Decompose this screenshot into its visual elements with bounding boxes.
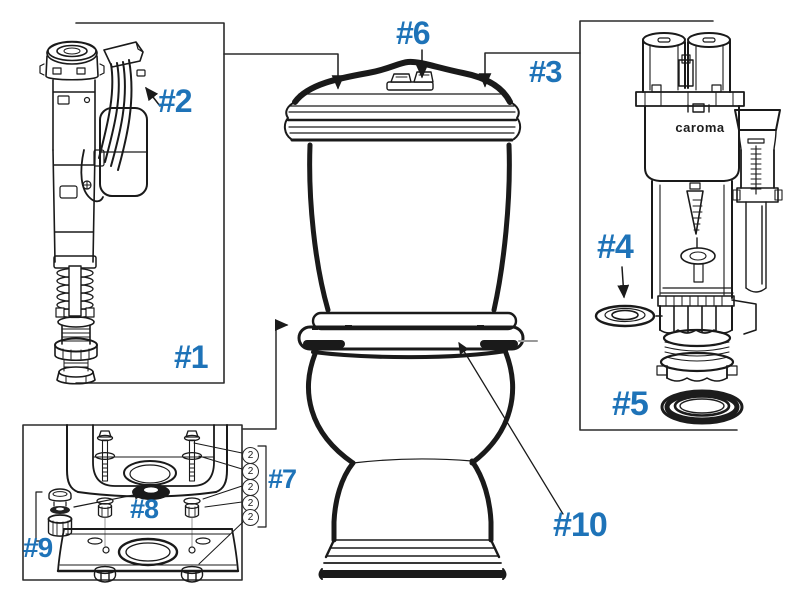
bolt-kit-stack	[35, 488, 73, 542]
toilet-illustration	[283, 58, 538, 580]
tank-install-box	[22, 424, 267, 583]
brand-logo: caroma	[675, 120, 725, 135]
flush-valve-frame	[478, 20, 738, 431]
seal-ring-illustration	[660, 389, 744, 425]
wing-nut-left	[93, 565, 117, 583]
callout-badge: 2	[242, 479, 259, 496]
part-label-6: #6	[396, 15, 431, 51]
part-label-7: #7	[268, 464, 297, 494]
part-label-1: #1	[174, 339, 209, 375]
indicator-icon	[687, 103, 710, 113]
label-arrows	[73, 49, 630, 515]
flush-valve-illustration	[635, 32, 783, 382]
callout-badge: 2	[242, 447, 259, 464]
tank-nut-right	[183, 497, 201, 547]
tank-bolt-right	[181, 430, 203, 482]
callout-badge: 2	[242, 463, 259, 480]
callout-badge: 2	[242, 509, 259, 526]
tank-bolt-left	[94, 430, 116, 482]
callout-lines	[193, 442, 267, 565]
part-label-2: #2	[158, 83, 193, 119]
part-label-5: #5	[612, 385, 649, 423]
tank-nut-left	[96, 497, 114, 547]
part-label-3: #3	[529, 54, 562, 89]
fill-valve-illustration	[39, 40, 148, 385]
fill-valve-frame	[75, 22, 345, 384]
part-label-9: #9	[23, 532, 53, 563]
part-label-4: #4	[597, 228, 634, 266]
part-label-8: #8	[130, 494, 159, 524]
wing-nut-right	[180, 565, 204, 583]
part-label-10: #10	[553, 506, 608, 544]
washer-illustration	[594, 304, 663, 328]
